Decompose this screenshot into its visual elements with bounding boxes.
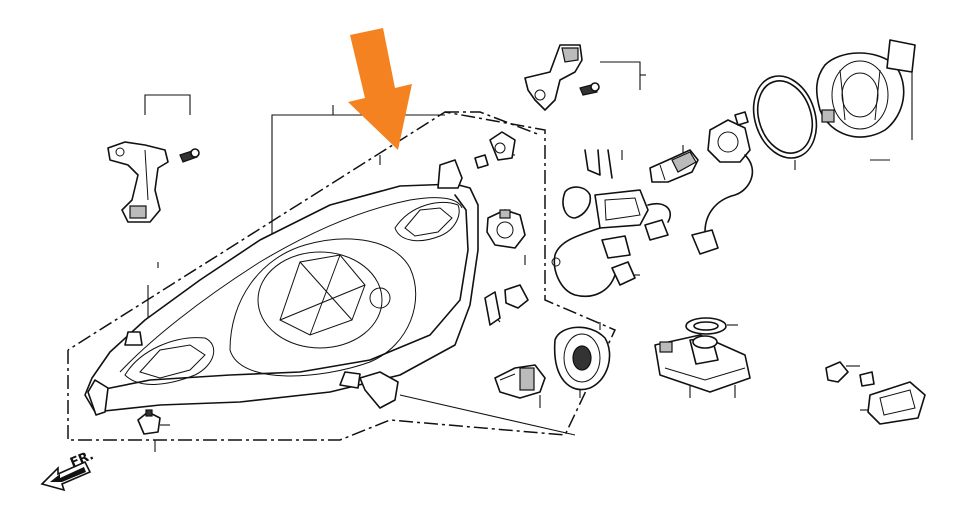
left-mounting-bracket [107,141,169,223]
low-beam-bulb [649,149,699,183]
assembly-boundary [67,111,617,441]
mounting-clip [137,409,161,435]
wiring-harness [551,149,672,297]
upper-bracket-screw [579,82,600,96]
o-ring-seal [752,75,818,159]
projector-ring [553,326,611,391]
side-marker-lamp [825,361,926,425]
headlight-housing [84,159,479,416]
high-beam-socket [691,111,754,255]
hid-bulb [494,364,546,399]
upper-mounting-bracket [524,44,583,111]
bracket-screw [179,148,200,163]
ballast-module [654,334,751,393]
arrow-down-icon [348,28,412,150]
side-bulb [484,284,529,326]
front-direction-arrow-icon [40,460,92,492]
turn-signal-socket [486,209,526,249]
marker-bulb-socket [474,131,516,169]
rear-dust-cover [815,39,916,138]
ballast-gasket [685,317,727,335]
